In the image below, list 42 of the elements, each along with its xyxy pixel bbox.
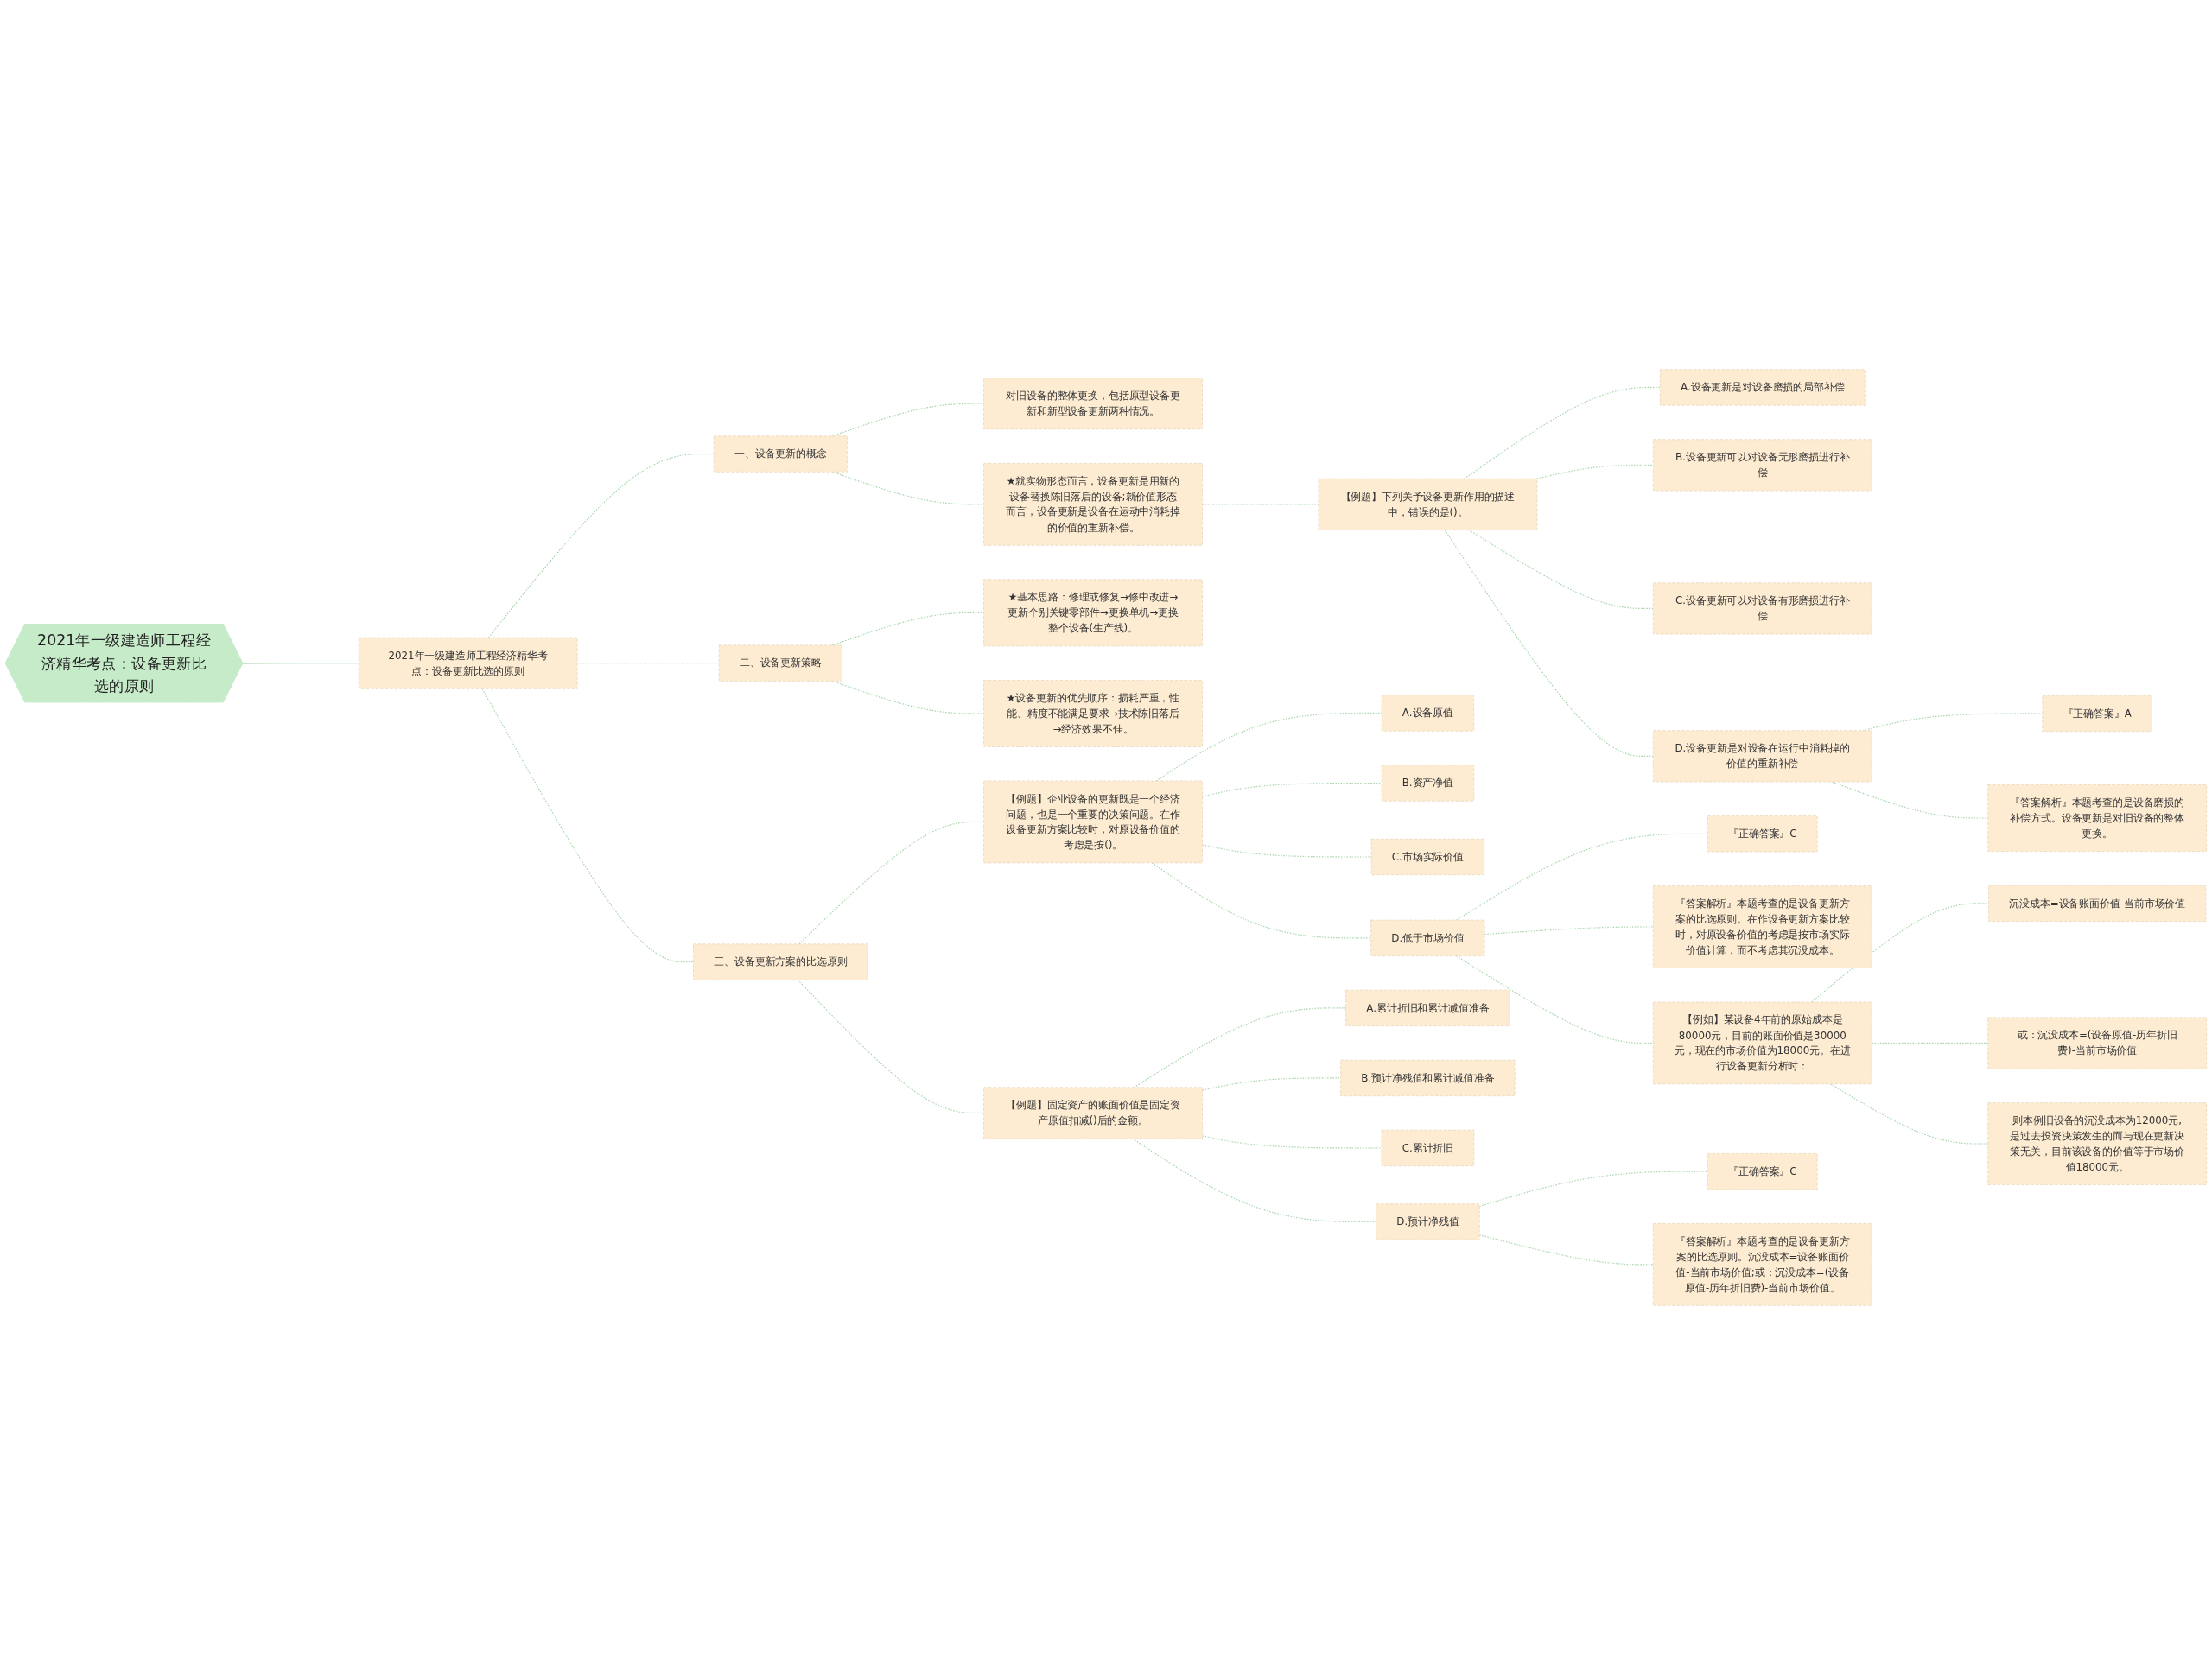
node-box: 【例题】固定资产的账面价值是固定资产原值扣减()后的金额。 [983, 1087, 1203, 1139]
connector [1464, 386, 1661, 479]
node-box: 『答案解析』本题考查的是设备更新方案的比选原则。沉没成本=设备账面价值-当前市场价值;或：沉没成本=(设备原值-历年折旧费)-当前市场价值。 [1652, 1223, 1872, 1306]
connector [242, 663, 359, 664]
node-box: ★设备更新的优先顺序：损耗严重，性能、精度不能满足要求→技术陈旧落后→经济效果不佳。 [983, 680, 1203, 747]
node-box: A.累计折旧和累计减值准备 [1345, 989, 1510, 1027]
connector [1468, 529, 1654, 609]
node-box: 则本例旧设备的沉没成本为12000元,是过去投资决策发生的而与现在更新决策无关，目前该设备的价值等于市场价值18000元。 [1987, 1102, 2208, 1185]
connector [1536, 464, 1654, 479]
node-box: 二、设备更新策略 [718, 644, 842, 682]
node-box: 沉没成本=设备账面价值-当前市场价值 [1988, 885, 2207, 922]
node-box: 『答案解析』本题考查的是设备更新方案的比选原则。在作设备更新方案比较时，对原设备价值的考虑是按市场实际价值计算，而不考虑其沉没成本。 [1652, 885, 1872, 968]
connector [481, 688, 695, 963]
node-box: 或：沉没成本=(设备原值-历年折旧费)-当前市场价值 [1987, 1017, 2208, 1069]
connector [1155, 712, 1382, 782]
node-box: 对旧设备的整体更换，包括原型设备更新和新型设备更新两种情况。 [983, 378, 1203, 430]
node-box: B.预计净残值和累计减值准备 [1340, 1059, 1516, 1097]
node-box: B.设备更新可以对设备无形磨损进行补偿 [1652, 439, 1872, 492]
node-box: 『正确答案』C [1707, 1153, 1818, 1190]
node-box: D.预计净残值 [1376, 1203, 1480, 1240]
node-box: A.设备原值 [1381, 695, 1475, 732]
connector [487, 453, 715, 638]
node-box: C.累计折旧 [1381, 1129, 1475, 1167]
node-box: 『正确答案』C [1707, 815, 1818, 853]
connector [1151, 862, 1372, 939]
node-box: 【例题】下列关予设备更新作用的描述中，错误的是()。 [1318, 478, 1538, 530]
node-box: D.设备更新是对设备在运行中消耗掉的价值的重新补偿 [1652, 730, 1872, 783]
connector [1444, 529, 1654, 757]
node-box: 『正确答案』A [2042, 695, 2152, 733]
node-box: ★基本思路：修理或修复→修中改进→更新个别关键零部件→更换单机→更换整个设备(生产线)。 [983, 579, 1203, 647]
node-box: C.市场实际价值 [1370, 838, 1485, 876]
node-box: 三、设备更新方案的比选原则 [693, 943, 868, 980]
node-box: D.低于市场价值 [1370, 919, 1485, 956]
node-box: 2021年一级建造师工程经济精华考点：设备更新比选的原则 [358, 637, 578, 689]
node-box: 一、设备更新的概念 [713, 435, 848, 473]
node-box: 『答案解析』本题考查的是设备磨损的补偿方式。设备更新是对旧设备的整体更换。 [1987, 784, 2208, 852]
node-box: C.设备更新可以对设备有形磨损进行补偿 [1652, 582, 1872, 635]
node-box: B.资产净值 [1381, 765, 1475, 802]
node-box: ★就实物形态而言，设备更新是用新的设备替换陈旧落后的设备;就价值形态而言，设备更新是设备在运动中消耗掉的价值的重新补偿。 [983, 463, 1203, 546]
node-box: 【例题】企业设备的更新既是一个经济问题，也是一个重要的决策问题。在作设备更新方案比较时，对原设备价值的考虑是按()。 [983, 780, 1203, 864]
node-box: 【例如】某设备4年前的原始成本是80000元，目前的账面价值是30000元，现在的市场价值为18000元。在进行设备更新分析时： [1652, 1001, 1872, 1085]
node-box: A.设备更新是对设备磨损的局部补偿 [1659, 369, 1866, 406]
